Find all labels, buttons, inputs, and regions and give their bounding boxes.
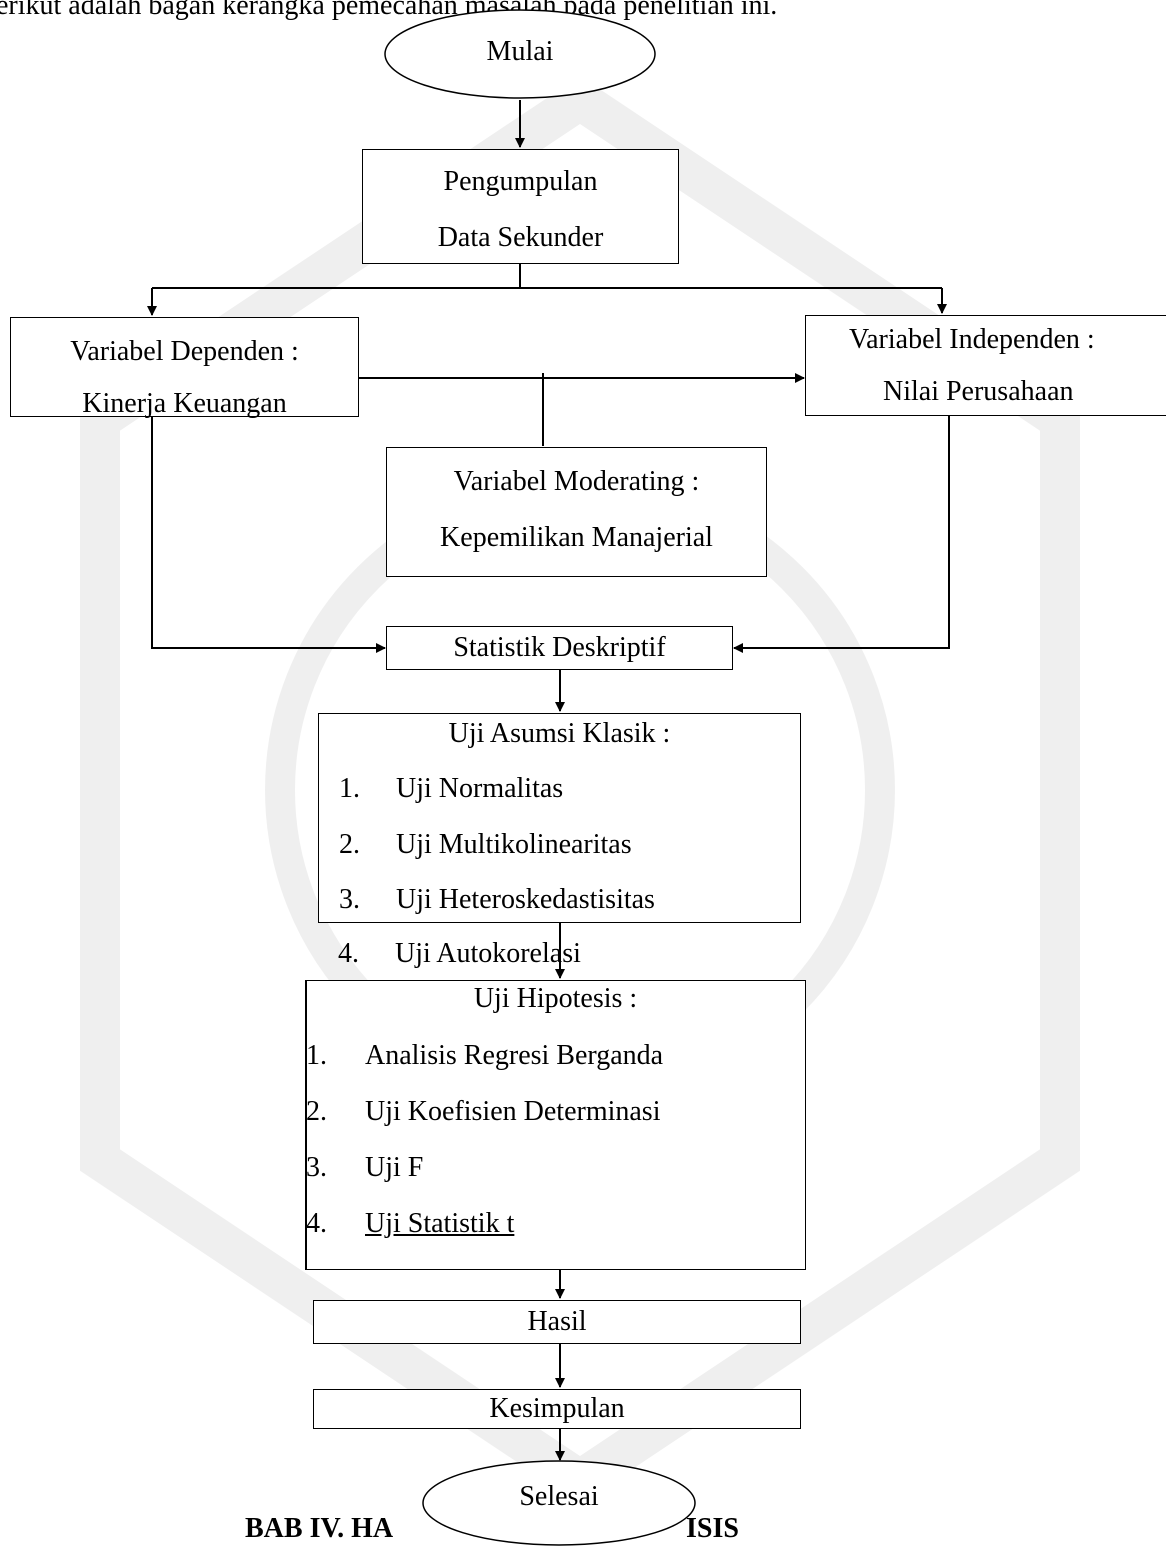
- classic-item-1-label: Uji Normalitas: [396, 773, 564, 804]
- arrow-independent-to-descriptive: [733, 415, 950, 653]
- start-label: Mulai: [486, 36, 554, 67]
- hypothesis-item-3-num: 3.: [306, 1152, 327, 1183]
- dependent-line1: Variabel Dependen :: [70, 336, 299, 367]
- dependent-variable-box: Variabel Dependen : Kinerja Keuangan: [10, 317, 359, 419]
- moderating-line2: Kepemilikan Manajerial: [440, 522, 713, 553]
- moderating-line1: Variabel Moderating :: [453, 466, 700, 497]
- result-box: Hasil: [313, 1300, 801, 1344]
- chapter-heading: BAB IV. HA: [245, 1513, 394, 1544]
- hypothesis-box: Uji Hipotesis : 1. Analisis Regresi Berg…: [306, 980, 806, 1270]
- end-label: Selesai: [519, 1481, 599, 1512]
- hypothesis-item-4-num: 4.: [306, 1208, 327, 1239]
- start-node: [384, 9, 656, 99]
- data-collection-line2: Data Sekunder: [437, 222, 604, 253]
- independent-line1: Variabel Independen :: [849, 324, 1095, 355]
- hypothesis-item-1-label: Analisis Regresi Berganda: [365, 1040, 664, 1071]
- moderating-variable-box: Variabel Moderating : Kepemilikan Manaje…: [386, 447, 767, 577]
- hypothesis-item-3-label: Uji F: [365, 1152, 424, 1183]
- hypothesis-item-4-label: Uji Statistik t: [365, 1208, 515, 1239]
- hypothesis-box-left-border: [305, 980, 307, 1270]
- independent-line2: Nilai Perusahaan: [883, 376, 1074, 407]
- classic-item-2-num: 2.: [339, 829, 360, 860]
- hypothesis-item-2-label: Uji Koefisien Determinasi: [365, 1096, 661, 1127]
- dependent-line2: Kinerja Keuangan: [82, 388, 287, 419]
- result-label: Hasil: [527, 1306, 587, 1337]
- independent-variable-box: Variabel Independen : Nilai Perusahaan: [805, 315, 1166, 416]
- classic-item-1-num: 1.: [339, 773, 360, 804]
- classic-item-2-label: Uji Multikolinearitas: [396, 829, 632, 860]
- classic-title: Uji Asumsi Klasik :: [448, 718, 671, 749]
- classic-item-3-label: Uji Heteroskedastisitas: [396, 884, 655, 915]
- conclusion-box: Kesimpulan: [313, 1389, 801, 1429]
- classic-assumption-box: Uji Asumsi Klasik : 1. Uji Normalitas 2.…: [318, 713, 801, 923]
- hypothesis-title: Uji Hipotesis :: [473, 983, 638, 1014]
- classic-item-3-num: 3.: [339, 884, 360, 915]
- descriptive-statistics-box: Statistik Deskriptif: [386, 626, 733, 670]
- arrow-dependent-to-descriptive: [151, 416, 386, 653]
- chapter-heading-tail: ISIS: [686, 1513, 739, 1544]
- data-collection-line1: Pengumpulan: [443, 166, 598, 197]
- hypothesis-item-2-num: 2.: [306, 1096, 327, 1127]
- classic-item-4-label: Uji Autokorelasi: [395, 938, 581, 969]
- hypothesis-item-1-num: 1.: [306, 1040, 327, 1071]
- classic-item-4-num: 4.: [338, 938, 359, 969]
- data-collection-box: Pengumpulan Data Sekunder: [362, 149, 679, 264]
- conclusion-label: Kesimpulan: [489, 1393, 625, 1424]
- descriptive-label: Statistik Deskriptif: [453, 632, 666, 663]
